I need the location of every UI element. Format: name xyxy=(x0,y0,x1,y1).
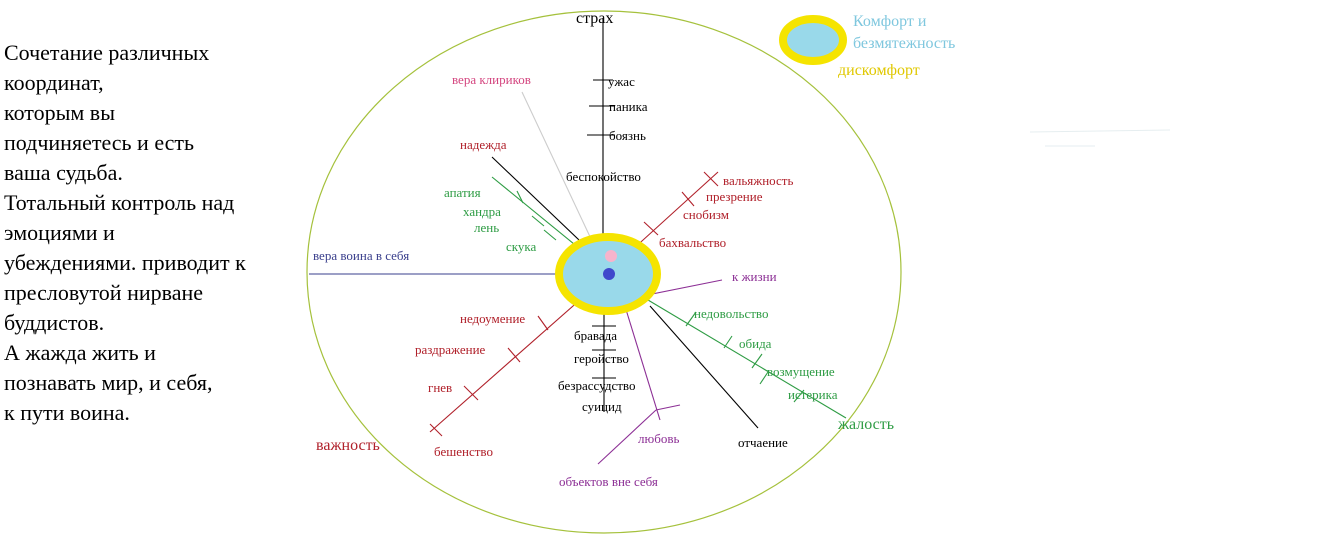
love-item-label: любовь xyxy=(638,431,679,446)
intro-line: подчиняетесь и есть xyxy=(4,130,195,155)
intro-line: Тотальный контроль над xyxy=(4,190,235,215)
clerics-label: вера клириков xyxy=(452,72,531,87)
pity-axis-line xyxy=(647,299,847,419)
importance-item-label: гнев xyxy=(428,380,452,395)
arrogance-tick-line xyxy=(703,171,719,187)
arrogance-tick-line xyxy=(643,221,659,236)
intro-line: эмоциями и xyxy=(4,220,115,245)
apathy-item-label: апатия xyxy=(444,185,481,200)
pity-axis-title: жалость xyxy=(837,416,894,433)
intro-line: познавать мир, и себя, xyxy=(4,370,213,395)
intro-text: Сочетание различных координат, которым в… xyxy=(4,38,314,428)
legend-discomfort-label: дискомфорт xyxy=(838,62,920,79)
love-axis-line xyxy=(655,404,681,411)
pity-item-label: недовольство xyxy=(694,306,768,321)
bravado-item-label: геройство xyxy=(574,351,629,366)
faint-mark xyxy=(1029,129,1171,133)
intro-line: буддистов. xyxy=(4,310,105,335)
fear-item-label: боязнь xyxy=(609,128,646,143)
fear-item-label: беспокойство xyxy=(566,169,641,184)
love-item-label: объектов вне себя xyxy=(559,474,658,489)
arrogance-item-label: презрение xyxy=(706,189,763,204)
legend-comfort-label: Комфорт и xyxy=(853,13,927,30)
pink-dot xyxy=(605,250,617,262)
importance-tick-line xyxy=(429,423,443,437)
to-life-label: к жизни xyxy=(732,269,777,284)
apathy-item-label: лень xyxy=(474,220,499,235)
love-axis-line xyxy=(597,409,657,465)
legend-comfort-label: безмятежность xyxy=(853,35,955,52)
pity-tick-line xyxy=(759,371,769,385)
apathy-item-label: скука xyxy=(506,239,537,254)
intro-line: А жажда жить и xyxy=(4,340,156,365)
pity-item-label: истерика xyxy=(788,387,838,402)
pity-tick-line xyxy=(723,335,733,349)
arrogance-tick-line xyxy=(681,191,695,207)
intro-line: которым вы xyxy=(4,100,115,125)
importance-item-label: раздражение xyxy=(415,342,486,357)
arrogance-item-label: вальяжность xyxy=(723,173,793,188)
intro-line: координат, xyxy=(4,70,104,95)
pity-tick-line xyxy=(685,311,697,327)
importance-item-label: недоумение xyxy=(460,311,525,326)
apathy-item-label: хандра xyxy=(463,204,501,219)
arrogance-item-label: снобизм xyxy=(683,207,729,222)
importance-tick-line xyxy=(507,347,521,363)
clerics-axis-line xyxy=(521,91,601,259)
importance-axis-line xyxy=(429,283,599,433)
importance-tick-line xyxy=(463,385,479,401)
fear-item-label: ужас xyxy=(608,74,635,89)
outer-ellipse xyxy=(306,10,902,534)
axis-lines xyxy=(309,18,847,465)
rejection-label: отчаение xyxy=(738,435,788,450)
intro-line: Сочетание различных xyxy=(4,40,210,65)
warrior-faith-label: вера воина в себя xyxy=(313,248,409,263)
fear-axis-title: страх xyxy=(576,10,613,27)
rejection-axis-line xyxy=(649,305,759,429)
importance-axis-title: важность xyxy=(316,437,380,454)
bravado-item-label: бравада xyxy=(574,328,617,343)
blue-dot xyxy=(603,268,615,280)
apathy-tick-line xyxy=(531,215,545,227)
arrogance-item-label: бахвальство xyxy=(659,235,726,250)
intro-line: ваша судьба. xyxy=(4,160,123,185)
intro-line: пресловутой нирване xyxy=(4,280,204,305)
bravado-item-label: суицид xyxy=(582,399,622,414)
pity-item-label: обида xyxy=(739,336,772,351)
apathy-tick-line xyxy=(516,190,524,204)
bravado-item-label: безрассудство xyxy=(558,378,635,393)
intro-line: к пути воина. xyxy=(4,400,130,425)
pity-tick-line xyxy=(793,389,805,403)
hope-label: надежда xyxy=(460,137,507,152)
fear-item-label: паника xyxy=(609,99,648,114)
apathy-tick-line xyxy=(543,229,557,241)
legend-comfort-swatch xyxy=(779,15,847,65)
intro-line: убеждениями. приводит к xyxy=(4,250,246,275)
pity-tick-line xyxy=(751,353,763,369)
importance-tick-line xyxy=(537,315,549,331)
importance-item-label: бешенство xyxy=(434,444,493,459)
pity-item-label: возмущение xyxy=(767,364,835,379)
